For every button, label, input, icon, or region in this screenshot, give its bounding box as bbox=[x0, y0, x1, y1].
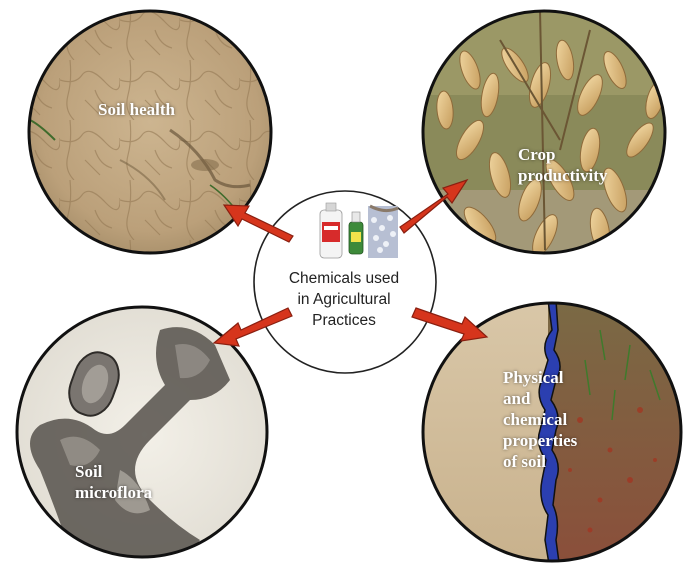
physical-chemical-label-line: Physical bbox=[503, 368, 564, 387]
soil-health-label-line: Soil health bbox=[98, 100, 175, 119]
fertilizer-granules-icon bbox=[368, 204, 399, 258]
arrow-to-physical-chemical bbox=[411, 307, 489, 342]
arrow-to-crop-productivity bbox=[399, 178, 469, 234]
crop-productivity-label-line: productivity bbox=[518, 166, 608, 185]
soil-microflora-label-line: Soil bbox=[75, 462, 103, 481]
soil-microflora-photo bbox=[15, 305, 269, 559]
physical-chemical-label-line: properties bbox=[503, 431, 578, 450]
physical-chemical-label-line: and bbox=[503, 389, 531, 408]
center-label-line: Practices bbox=[312, 312, 376, 329]
spray-bottle-icon bbox=[348, 211, 364, 255]
center-label-line: in Agricultural bbox=[297, 291, 391, 308]
crop-productivity-label-line: Crop bbox=[518, 145, 556, 164]
center-label-line: Chemicals used bbox=[288, 270, 400, 287]
physical-chemical-label-line: of soil bbox=[503, 452, 546, 471]
center-label: Chemicals used in Agricultural Practices bbox=[268, 268, 420, 331]
soil-microflora-label: Soil microflora bbox=[75, 461, 152, 503]
physical-chemical-label-line: chemical bbox=[503, 410, 568, 429]
soil-microflora-label-line: microflora bbox=[75, 483, 153, 502]
center-node bbox=[253, 190, 437, 374]
pesticide-bottle-icon bbox=[319, 202, 343, 259]
crop-productivity-photo bbox=[421, 9, 667, 255]
soil-health-photo bbox=[27, 9, 273, 255]
crop-productivity-label: Crop productivity bbox=[518, 144, 607, 186]
arrow-to-soil-health bbox=[222, 204, 294, 243]
arrow-to-soil-microflora bbox=[212, 307, 293, 347]
physical-chemical-label: Physical and chemical properties of soil bbox=[503, 367, 577, 472]
soil-health-label: Soil health bbox=[98, 99, 175, 120]
